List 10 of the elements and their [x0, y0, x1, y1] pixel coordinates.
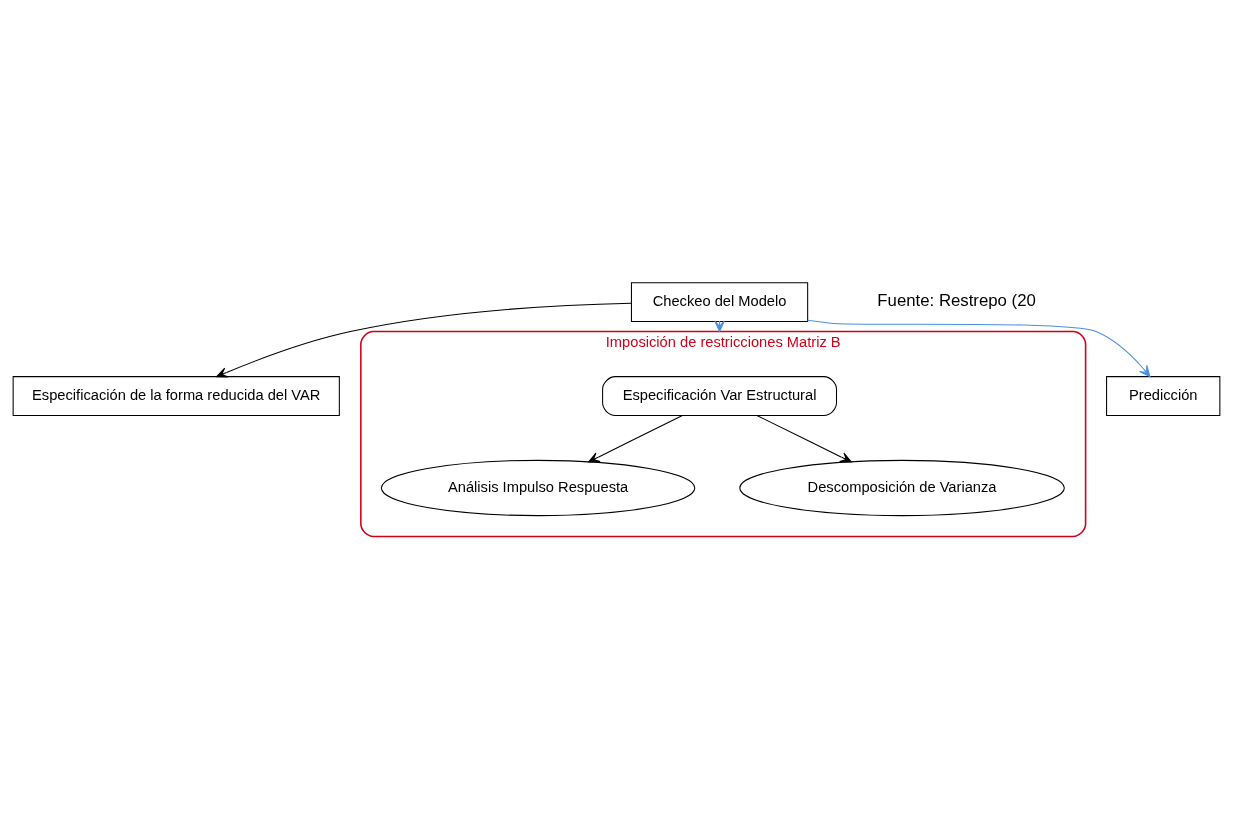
node-ellipse: Análisis Impulso Respuesta	[380, 459, 696, 516]
label: Fuente: Restrepo (20	[877, 290, 1036, 310]
node-box: Predicción	[1106, 375, 1221, 416]
arrow	[756, 414, 852, 462]
arrow	[588, 414, 683, 462]
node-ellipse: Descomposición de Varianza	[739, 459, 1065, 516]
arrow	[807, 319, 1151, 377]
node-box: Especificación de la forma reducida del VAR	[12, 375, 340, 416]
node-box: Especificación Var Estructural	[602, 375, 838, 416]
arrow	[216, 302, 632, 377]
